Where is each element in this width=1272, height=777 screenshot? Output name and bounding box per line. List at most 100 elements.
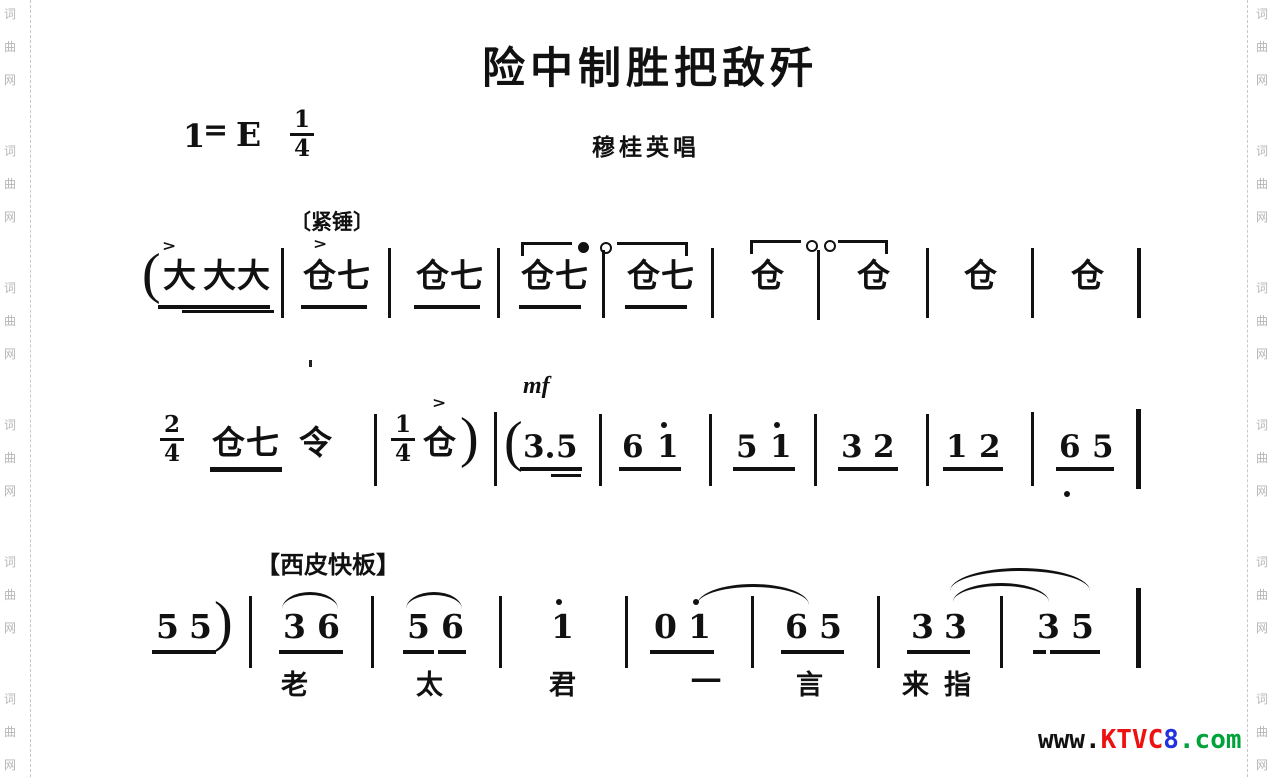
jianpu-note: 5: [556, 429, 578, 465]
beam-underline: [210, 467, 282, 472]
jianpu-note: 2: [873, 429, 895, 465]
slur: [282, 592, 338, 609]
barline: [625, 596, 628, 668]
watermark-side-char: 曲: [1256, 725, 1269, 739]
beam-underline: [414, 305, 480, 309]
meter-fraction: 1 4: [391, 412, 416, 468]
watermark-side-char: 网: [4, 73, 17, 87]
beam-underline: [619, 467, 681, 471]
beam-underline: [907, 650, 970, 654]
percussion-syllable: 仓: [1071, 259, 1105, 295]
watermark-side-char: 词: [4, 555, 17, 569]
jianpu-note: 3: [283, 607, 306, 646]
tie-slur-outer: [950, 568, 1090, 591]
accent-mark: >: [162, 237, 177, 255]
beam-underline: [733, 467, 795, 471]
watermark-side-char: 网: [4, 484, 17, 498]
end-barline: [1136, 409, 1141, 489]
jianpu-note: 2: [979, 429, 1001, 465]
beam-underline: [519, 305, 581, 309]
jianpu-note: 6: [317, 607, 340, 646]
repeat-dot-open: [806, 240, 818, 252]
watermark-side-char: 词: [1256, 555, 1269, 569]
jianpu-note: 5: [156, 607, 179, 646]
watermark-side-char: 曲: [1256, 40, 1269, 54]
percussion-pattern-label: 〔紧锤〕: [290, 210, 374, 234]
beam-underline: [182, 310, 274, 313]
watermark-side-char: 曲: [1256, 588, 1269, 602]
percussion-syllable: 仓七: [627, 259, 695, 295]
watermark-com: .com: [1178, 725, 1242, 755]
barline: [374, 414, 377, 486]
barline: [926, 414, 929, 486]
tie-slur: [697, 584, 809, 605]
key-equals-sign: =: [203, 113, 229, 148]
octave-dot-low: [1064, 491, 1070, 497]
watermark-side-char: 词: [4, 7, 17, 21]
barline: [497, 248, 500, 318]
watermark-side-char: 曲: [4, 725, 17, 739]
watermark-site-name: KTVC: [1100, 725, 1164, 755]
watermark-side-char: 词: [4, 418, 17, 432]
watermark-side-char: 词: [1256, 418, 1269, 432]
barline: [709, 414, 712, 486]
performer-credit: 穆桂英唱: [592, 135, 700, 160]
watermark-bottom: www.KTVC8.com: [1038, 727, 1242, 753]
watermark-side-char: 词: [4, 281, 17, 295]
repeat-bracket-right: [617, 242, 688, 256]
percussion-syllable: 仓七: [521, 259, 589, 295]
watermark-column-right: 词曲网词曲网词曲网词曲网词曲网词曲网: [1256, 0, 1272, 777]
lyric-syllable: 来: [902, 670, 929, 700]
beam-underline: [438, 650, 466, 654]
barline: [499, 596, 502, 668]
jianpu-note: 0: [654, 607, 677, 646]
ink-speck: [309, 360, 312, 367]
jianpu-note: 1: [688, 607, 711, 646]
watermark-side-char: 网: [1256, 210, 1269, 224]
watermark-side-char: 曲: [1256, 314, 1269, 328]
meter-numerator: 2: [160, 412, 185, 442]
barline: [1031, 248, 1034, 318]
jianpu-note: 6: [441, 607, 464, 646]
accent-mark: >: [432, 394, 447, 412]
lyric-syllable: 指: [944, 670, 971, 700]
jianpu-note: 1: [551, 607, 574, 646]
watermark-side-char: 网: [1256, 73, 1269, 87]
beam-underline: [1033, 650, 1046, 654]
beam-underline: [279, 650, 343, 654]
barline: [602, 250, 605, 318]
repeat-bracket-right: [838, 240, 888, 254]
meter-denominator: 4: [395, 440, 412, 468]
open-paren: (: [142, 243, 161, 305]
key-meter-fraction: 1 4: [290, 107, 315, 161]
jianpu-note: 5: [736, 429, 758, 465]
octave-dot-high: [661, 422, 667, 428]
octave-dot-high: [774, 422, 780, 428]
percussion-syllable: 仓: [857, 259, 891, 295]
jianpu-note: 3: [841, 429, 863, 465]
jianpu-note: 5: [407, 607, 430, 646]
jianpu-note: 3: [944, 607, 967, 646]
repeat-bracket-left: [750, 240, 801, 254]
watermark-side-char: 曲: [4, 177, 17, 191]
jianpu-note: 5: [189, 607, 212, 646]
key-tonic-digit: 1: [183, 117, 206, 155]
page-title: 险中制胜把敌歼: [482, 46, 818, 93]
watermark-side-char: 网: [4, 347, 17, 361]
beam-underline: [520, 467, 582, 471]
watermark-side-char: 词: [1256, 144, 1269, 158]
beam-underline: [301, 305, 367, 309]
dynamic-marking: mf: [523, 373, 550, 399]
meter-denominator: 4: [164, 440, 181, 468]
jianpu-note: 1: [770, 429, 792, 465]
meter-numerator: 1: [391, 412, 416, 442]
watermark-side-char: 网: [1256, 484, 1269, 498]
lyric-syllable: 一: [691, 666, 721, 699]
percussion-syllable: 仓: [964, 259, 998, 295]
barline: [1031, 412, 1034, 486]
jianpu-note: 5: [1092, 429, 1114, 465]
watermark-side-char: 曲: [4, 451, 17, 465]
barline: [388, 248, 391, 318]
jianpu-note: 1: [946, 429, 968, 465]
barline: [814, 414, 817, 486]
